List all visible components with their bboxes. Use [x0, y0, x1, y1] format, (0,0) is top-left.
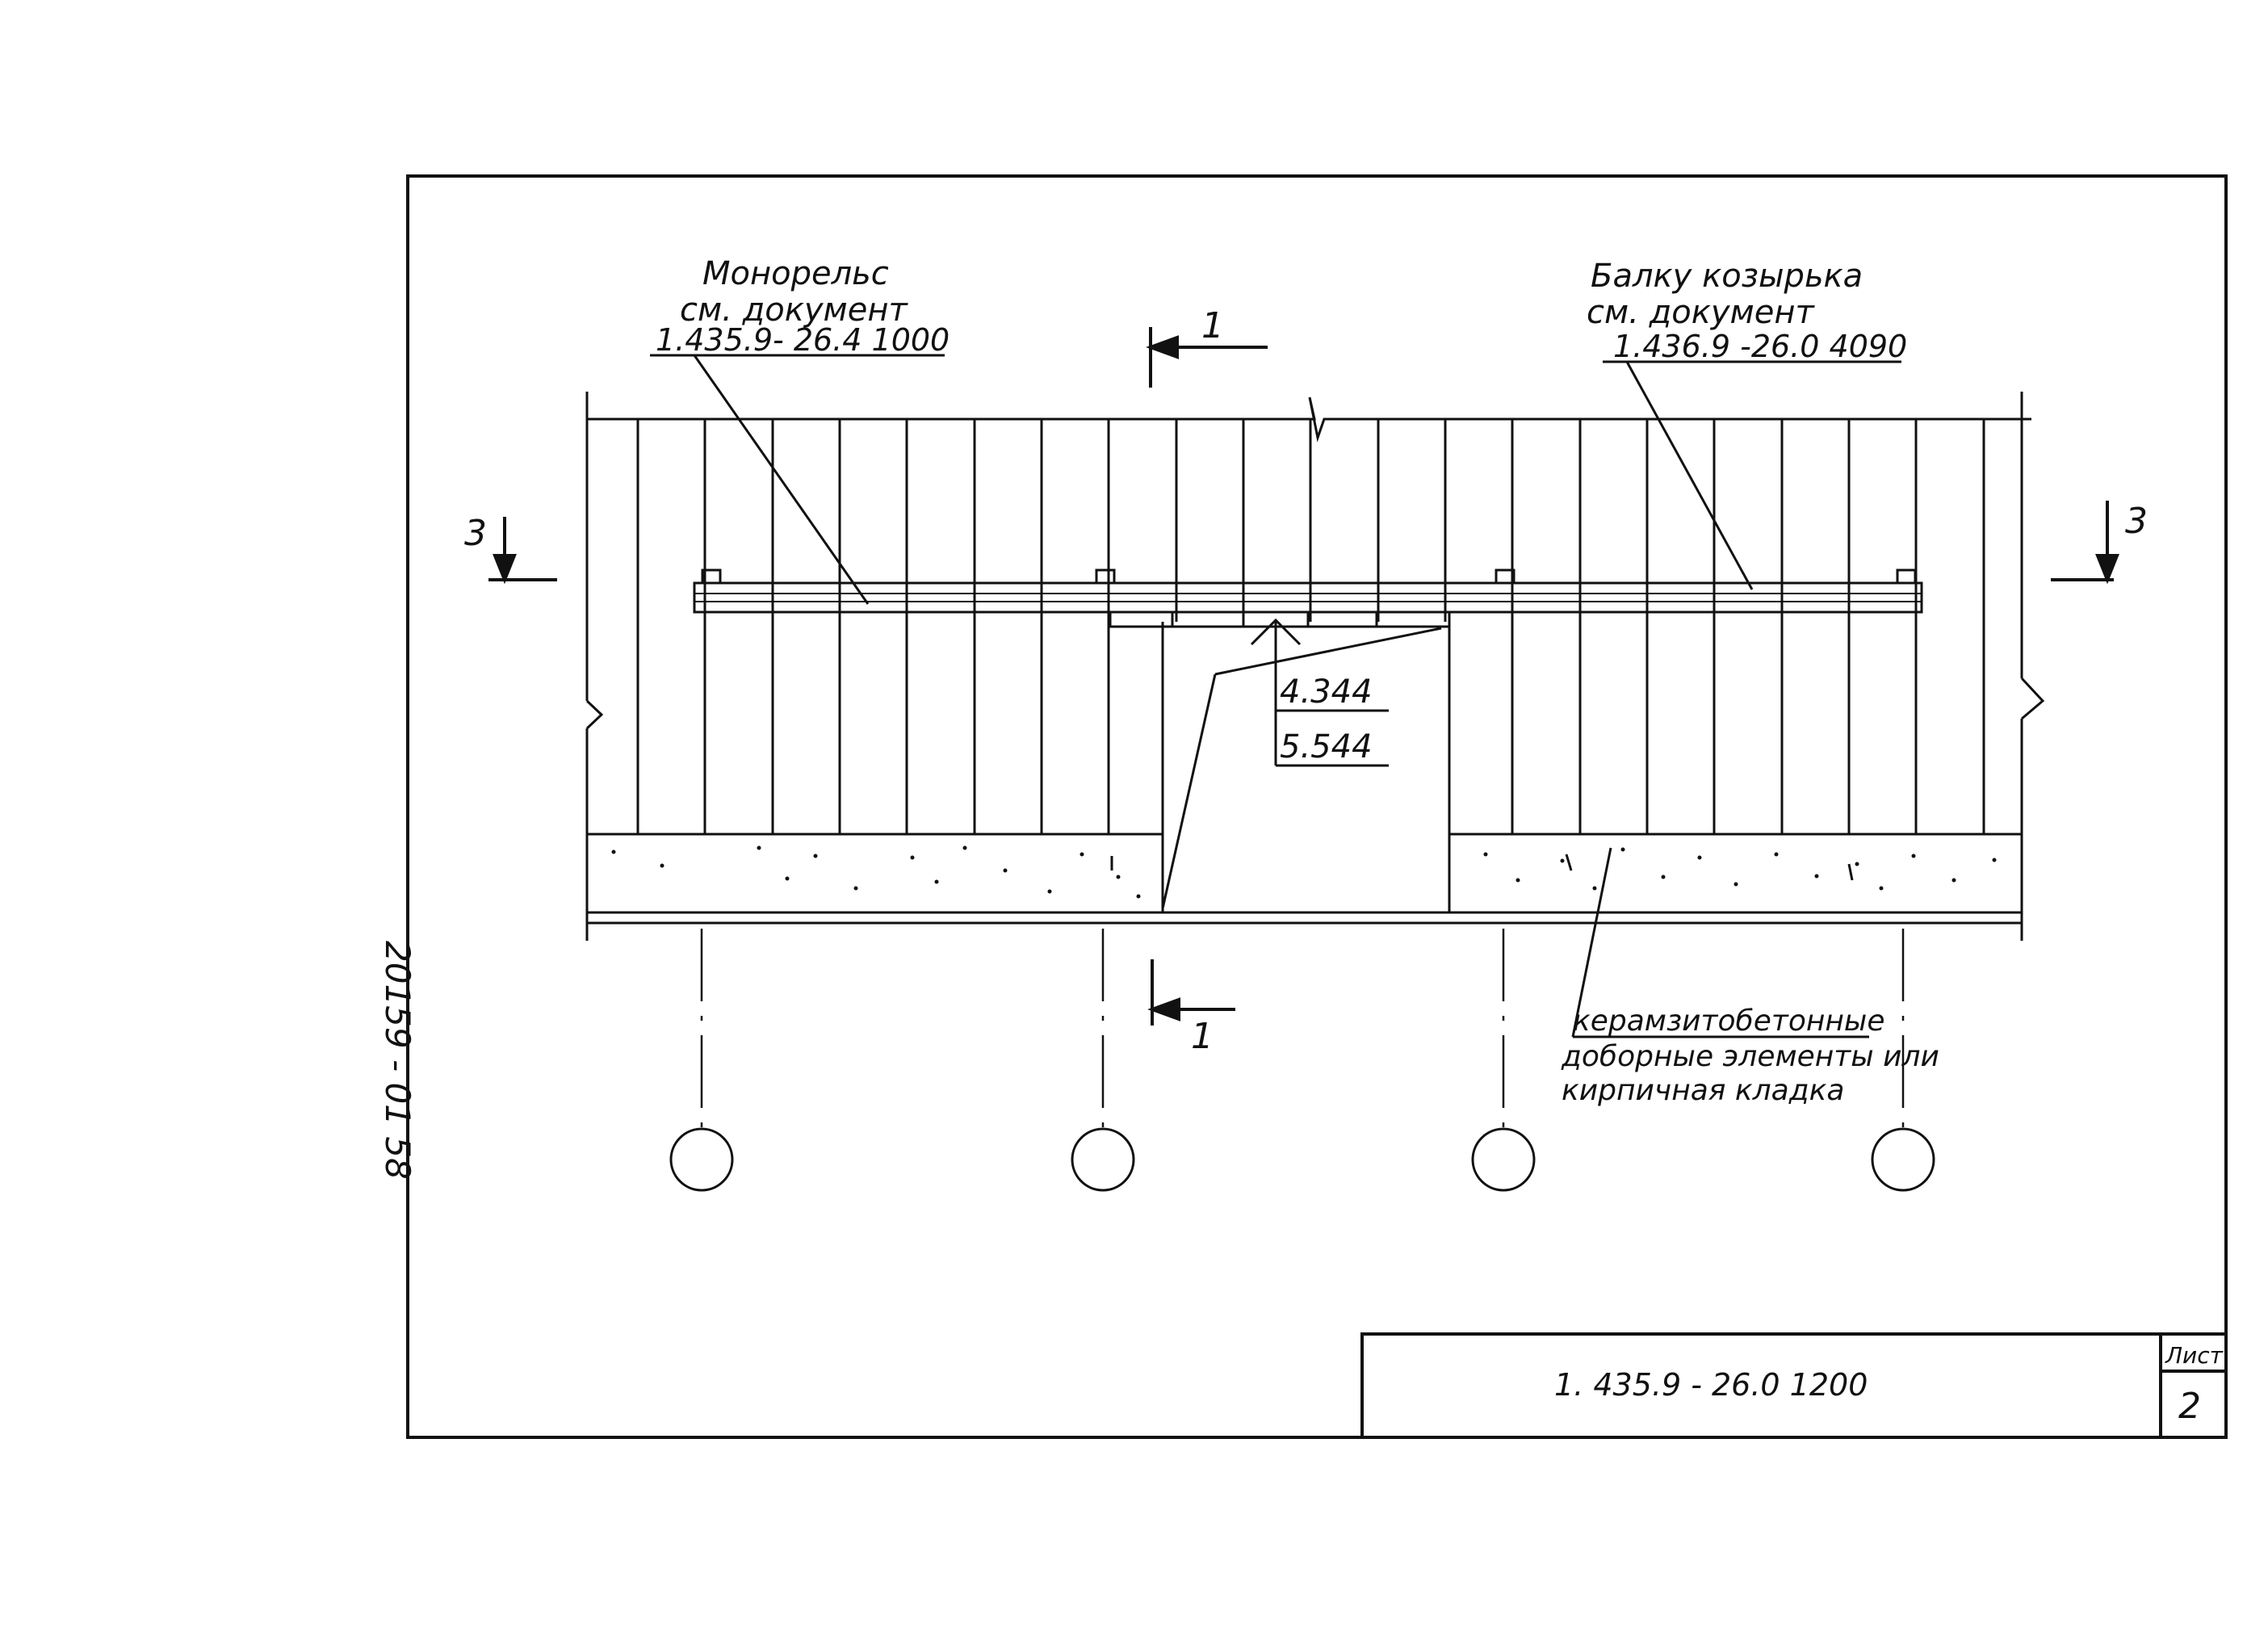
monorail-callout: [650, 354, 945, 605]
section-3-left-label: 3: [464, 513, 487, 554]
wall-panel-lines: [636, 419, 1985, 834]
beam-label-3: 1.436.9 -26.0 4090: [1613, 329, 1907, 364]
section-1-top-label: 1: [1201, 305, 1224, 346]
section-1-top-mark: [1146, 327, 1268, 388]
infill-label-3: кирпичная кладка: [1562, 1074, 1844, 1107]
sheet-label: Лист: [2165, 1342, 2224, 1369]
floor-line: [587, 911, 2022, 925]
axis-marker-3: [1471, 1127, 1536, 1192]
level-bottom-label: 5.544: [1280, 728, 1373, 766]
level-top-label: 4.344: [1280, 673, 1373, 711]
monorail-label-3: 1.435.9- 26.4 1000: [656, 322, 950, 358]
axis-marker-4: [1871, 1127, 1935, 1192]
section-3-right-label: 3: [2125, 501, 2148, 542]
column-axis-lines: [700, 929, 1905, 1129]
document-code: 1. 435.9 - 26.0 1200: [1554, 1367, 1868, 1403]
monorail-label-2: см. документ: [680, 292, 908, 329]
axis-marker-2: [1071, 1127, 1135, 1192]
door-opening: [1161, 622, 1451, 912]
section-3-left-mark: [488, 517, 557, 585]
section-1-bottom-label: 1: [1191, 1016, 1214, 1057]
axis-marker-1: [669, 1127, 734, 1192]
section-3-right-mark: [2051, 501, 2119, 585]
beam-callout: [1603, 360, 1901, 590]
section-1-bottom-mark: [1147, 959, 1235, 1026]
side-stamp: 20159 - 01 58: [378, 941, 417, 1180]
column-axis-markers: [669, 1127, 1935, 1192]
beam-label-2: см. документ: [1587, 294, 1815, 331]
infill-band-right: [1448, 833, 2023, 914]
infill-label-2: доборные элементы или: [1561, 1040, 1939, 1073]
wall-outline: [585, 392, 2045, 941]
infill-label-1: керамзитобетонные: [1573, 1005, 1885, 1038]
title-block: [1360, 1332, 2228, 1439]
beam-label-1: Балку козырька: [1591, 258, 1863, 295]
level-mark: [1161, 618, 1442, 909]
monorail-beam: [693, 568, 1923, 628]
sheet-number: 2: [2178, 1386, 2201, 1427]
infill-callout: [1571, 847, 1869, 1038]
infill-band-left: [585, 833, 1164, 914]
sheet-frame: [406, 174, 2228, 1439]
monorail-label-1: Монорельс: [702, 255, 889, 292]
